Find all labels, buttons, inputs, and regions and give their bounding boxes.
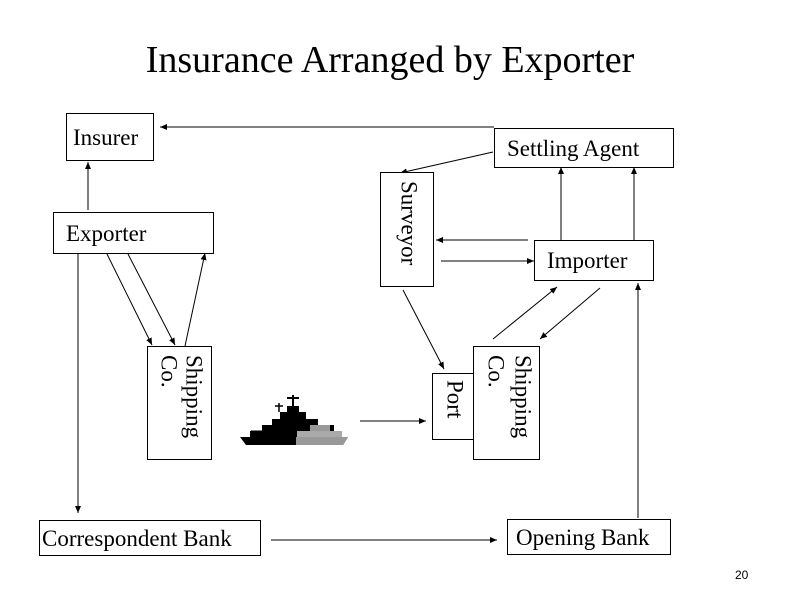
- exporter-box: Exporter: [53, 212, 214, 254]
- port-label: Port: [442, 380, 468, 419]
- arrow-exporter-to-shipping-left-2: [127, 253, 176, 346]
- opening-bank-label: Opening Bank: [516, 524, 650, 550]
- insurer-box: Insurer: [66, 113, 154, 161]
- surveyor-label: Surveyor: [396, 181, 422, 266]
- shipping-co-right-box: Shipping Co.: [473, 346, 540, 460]
- port-box: Port: [432, 373, 474, 440]
- surveyor-box: Surveyor: [380, 172, 434, 287]
- opening-bank-box: Opening Bank: [507, 519, 671, 555]
- arrow-shipping-right-to-importer: [492, 286, 558, 340]
- shipping-co-left-line1: Shipping: [181, 355, 207, 439]
- settling-agent-box: Settling Agent: [494, 128, 674, 168]
- arrow-exporter-to-shipping-left-1: [106, 253, 153, 346]
- slide-title: Insurance Arranged by Exporter: [145, 39, 635, 81]
- arrow-surveyor-to-port: [402, 289, 445, 370]
- exporter-label: Exporter: [66, 220, 147, 246]
- arrow-settling-agent-to-surveyor: [399, 151, 494, 175]
- shipping-co-left-box: Shipping Co.: [147, 346, 212, 460]
- shipping-co-right-line2: Co.: [483, 355, 509, 388]
- ship-icon: [240, 395, 348, 445]
- insurer-label: Insurer: [73, 124, 139, 150]
- page-number: 20: [735, 568, 749, 582]
- correspondent-bank-box: Correspondent Bank: [39, 520, 261, 556]
- shipping-co-right-line1: Shipping: [510, 355, 536, 439]
- arrow-shipping-left-to-exporter: [184, 252, 207, 347]
- arrow-importer-to-shipping-right: [539, 287, 601, 340]
- settling-agent-label: Settling Agent: [507, 135, 640, 161]
- importer-box: Importer: [534, 240, 654, 281]
- importer-label: Importer: [547, 248, 628, 273]
- correspondent-bank-label: Correspondent Bank: [42, 525, 232, 551]
- shipping-co-left-line2: Co.: [156, 355, 182, 388]
